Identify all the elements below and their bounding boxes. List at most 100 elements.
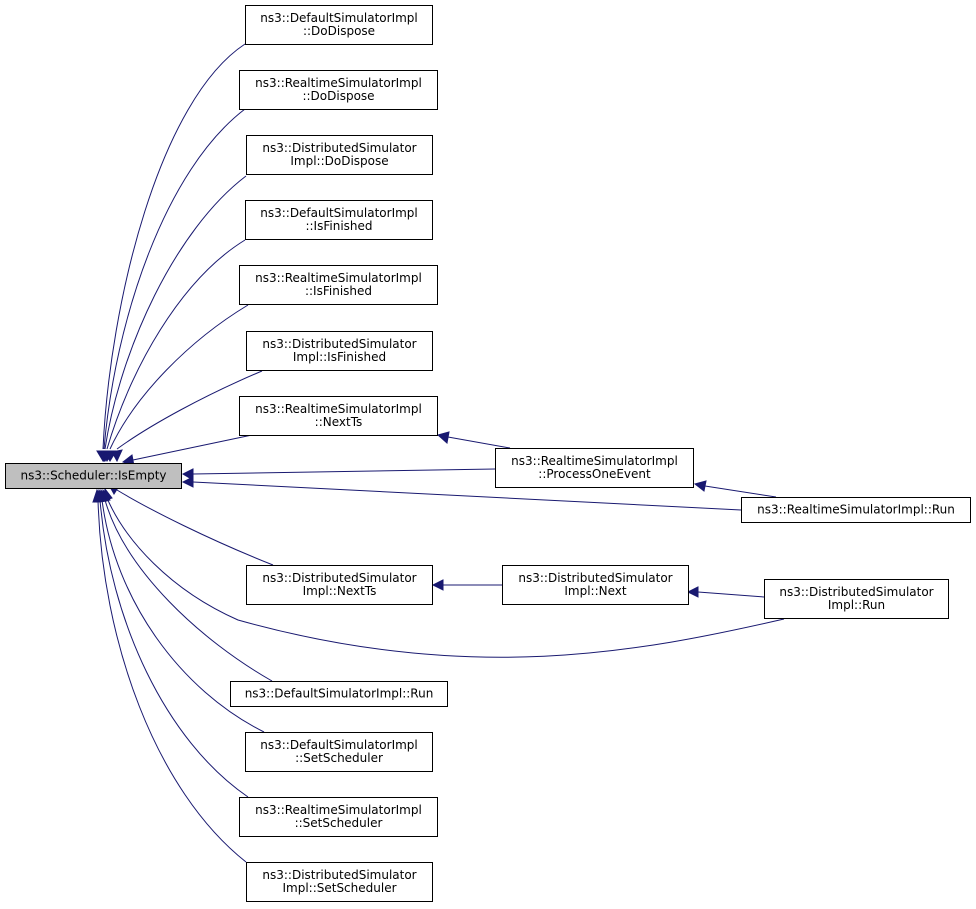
call-edge-dist-setscheduler-to-is-empty (92, 488, 247, 863)
call-edge-def-isfinished-to-is-empty (100, 239, 246, 462)
call-edge-rt-dodispose-to-is-empty (97, 108, 246, 462)
node-label-line: ::DoDispose (302, 89, 374, 103)
node-label-line: ns3::RealtimeSimulatorImpl (511, 454, 678, 468)
caller-node-rt-setscheduler[interactable]: ns3::RealtimeSimulatorImpl::SetScheduler (239, 797, 438, 837)
edge-line (116, 370, 263, 450)
node-label-line: ::NextTs (315, 415, 363, 429)
edge-line (116, 489, 274, 566)
arrowhead-icon (436, 431, 450, 444)
edge-line (447, 436, 511, 449)
arrowhead-icon (693, 480, 707, 492)
arrowhead-icon (92, 488, 104, 503)
edge-line (97, 499, 247, 863)
node-label-line: ns3::RealtimeSimulatorImpl (255, 76, 422, 90)
node-label-line: ::SetScheduler (295, 816, 383, 830)
call-edge-rt-processoneevent-to-rt-nextts (436, 431, 511, 449)
node-label-line: ns3::Scheduler::IsEmpty (20, 469, 166, 483)
node-box (245, 732, 433, 772)
caller-node-dist-setscheduler[interactable]: ns3::DistributedSimulatorImpl::SetSchedu… (246, 862, 433, 902)
node-box (245, 5, 433, 45)
node-label-line: ns3::DefaultSimulatorImpl (260, 11, 418, 25)
call-edge-rt-nextts-to-is-empty (121, 434, 253, 467)
node-label-line: ns3::RealtimeSimulatorImpl::Run (757, 503, 955, 517)
node-box (246, 862, 433, 902)
call-edge-dist-nextts-to-is-empty (108, 484, 274, 566)
call-edge-dist-isfinished-to-is-empty (111, 370, 263, 463)
node-label-line: ns3::DistributedSimulator (262, 868, 416, 882)
call-edge-rt-isfinished-to-is-empty (103, 304, 249, 462)
edge-line (109, 304, 249, 450)
edge-line (102, 43, 246, 450)
node-label-line: ns3::DefaultSimulatorImpl (260, 206, 418, 220)
call-edge-rt-setscheduler-to-is-empty (94, 488, 249, 798)
call-edge-rt-run-to-rt-processoneevent (693, 480, 777, 498)
edge-line (697, 591, 765, 598)
edge-line (106, 497, 785, 658)
caller-node-def-setscheduler[interactable]: ns3::DefaultSimulatorImpl::SetScheduler (245, 732, 433, 772)
node-label-line: ns3::DefaultSimulatorImpl (260, 738, 418, 752)
node-label-line: ::IsFinished (305, 284, 372, 298)
node-box (239, 797, 438, 837)
node-label-line: ns3::DistributedSimulator (518, 571, 672, 585)
arrowhead-icon (181, 468, 194, 481)
node-box (764, 579, 949, 619)
node-box (5, 463, 182, 489)
node-label-line: Impl::IsFinished (293, 350, 386, 364)
node-label-line: Impl::NextTs (303, 584, 377, 598)
caller-node-rt-nextts[interactable]: ns3::RealtimeSimulatorImpl::NextTs (239, 396, 438, 436)
call-graph-nodes: ns3::Scheduler::IsEmptyns3::DefaultSimul… (5, 5, 971, 902)
caller-node-rt-processoneevent[interactable]: ns3::RealtimeSimulatorImpl::ProcessOneEv… (495, 448, 694, 488)
edge-line (103, 108, 246, 450)
node-label-line: ::DoDispose (303, 24, 375, 38)
node-label-line: ::SetScheduler (295, 751, 383, 765)
node-label-line: ns3::RealtimeSimulatorImpl (255, 402, 422, 416)
node-box (502, 565, 689, 605)
edge-line (132, 434, 253, 461)
edge-line (104, 499, 273, 682)
caller-node-def-dodispose[interactable]: ns3::DefaultSimulatorImpl::DoDispose (245, 5, 433, 45)
node-label-line: ::IsFinished (305, 219, 372, 233)
node-label-line: ns3::RealtimeSimulatorImpl (255, 271, 422, 285)
node-box (239, 265, 438, 305)
node-label-line: Impl::Run (828, 598, 885, 612)
node-box (239, 396, 438, 436)
call-graph-edges (92, 43, 785, 863)
node-box (230, 681, 448, 707)
node-box (495, 448, 694, 488)
node-label-line: ns3::DefaultSimulatorImpl::Run (245, 687, 434, 701)
call-edge-rt-run-to-is-empty (181, 476, 742, 511)
node-label-line: ns3::DistributedSimulator (262, 571, 416, 585)
node-label-line: ns3::DistributedSimulator (262, 141, 416, 155)
arrowhead-icon (686, 586, 699, 598)
call-edge-dist-dodispose-to-is-empty (98, 175, 247, 462)
edge-line (104, 175, 247, 450)
caller-node-rt-dodispose[interactable]: ns3::RealtimeSimulatorImpl::DoDispose (239, 70, 438, 110)
node-label-line: ns3::RealtimeSimulatorImpl (255, 803, 422, 817)
edge-line (99, 499, 249, 798)
node-box (239, 70, 438, 110)
arrowhead-icon (431, 579, 444, 591)
call-edge-rt-processoneevent-to-is-empty (181, 468, 496, 481)
caller-node-def-run[interactable]: ns3::DefaultSimulatorImpl::Run (230, 681, 448, 707)
caller-node-dist-isfinished[interactable]: ns3::DistributedSimulatorImpl::IsFinishe… (246, 331, 433, 371)
node-label-line: ns3::DistributedSimulator (779, 585, 933, 599)
node-box (245, 200, 433, 240)
node-label-line: ns3::DistributedSimulator (262, 337, 416, 351)
node-label-line: Impl::Next (564, 584, 627, 598)
node-label-line: Impl::DoDispose (290, 154, 388, 168)
edge-line (192, 468, 496, 475)
caller-node-rt-isfinished[interactable]: ns3::RealtimeSimulatorImpl::IsFinished (239, 265, 438, 305)
node-box (246, 331, 433, 371)
caller-node-def-isfinished[interactable]: ns3::DefaultSimulatorImpl::IsFinished (245, 200, 433, 240)
edge-line (101, 499, 265, 733)
call-edge-dist-next-to-dist-nextts (431, 579, 502, 591)
caller-node-rt-run[interactable]: ns3::RealtimeSimulatorImpl::Run (741, 497, 971, 523)
node-label-line: ::ProcessOneEvent (538, 467, 651, 481)
arrowhead-icon (181, 476, 194, 488)
call-edge-def-dodispose-to-is-empty (96, 43, 246, 462)
